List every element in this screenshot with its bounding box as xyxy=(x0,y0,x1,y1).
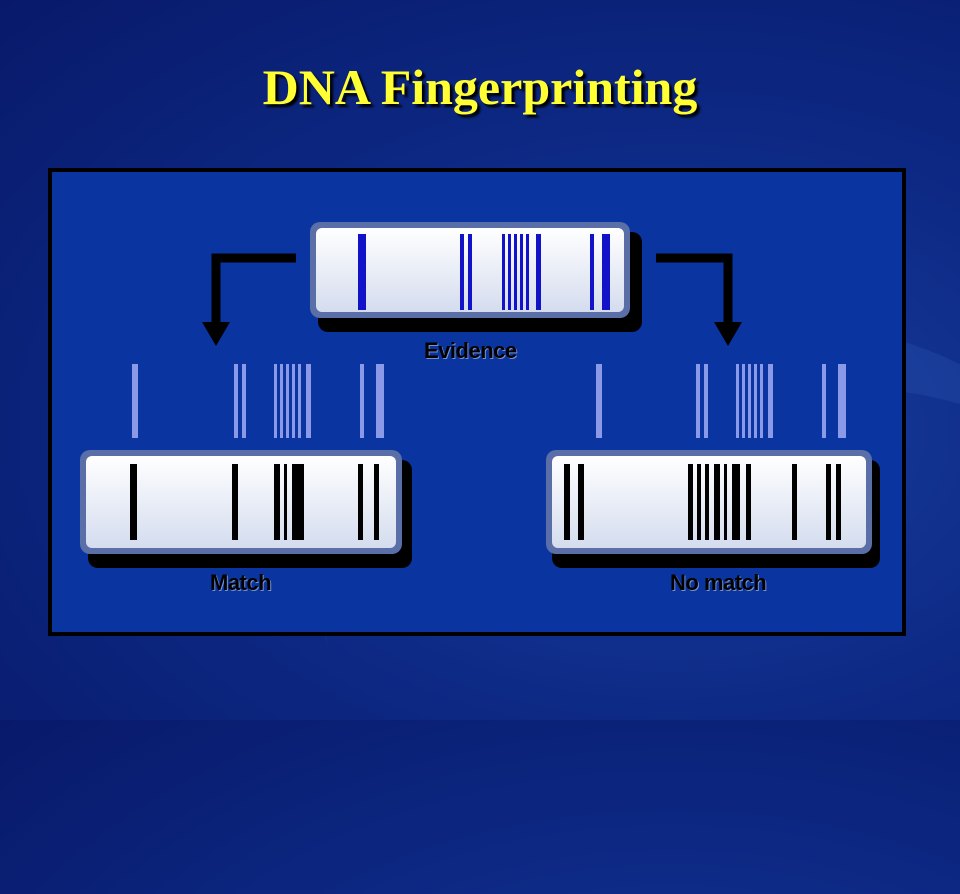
nomatch-band xyxy=(826,464,831,540)
evidence-band xyxy=(460,234,464,310)
match-band xyxy=(358,464,363,540)
match-band xyxy=(274,464,280,540)
evidence-band xyxy=(514,234,517,310)
reference-band xyxy=(132,364,138,438)
nomatch-band xyxy=(705,464,709,540)
reference-band xyxy=(292,364,295,438)
reference-band xyxy=(838,364,846,438)
right-arrow xyxy=(656,253,742,346)
left-arrow-head xyxy=(202,322,230,346)
diagram-canvas xyxy=(80,222,880,568)
match-band xyxy=(130,464,137,540)
evidence-band xyxy=(520,234,523,310)
diagram-panel: Evidence Match No match xyxy=(48,168,906,636)
reference-band xyxy=(696,364,700,438)
evidence-band xyxy=(590,234,594,310)
nomatch-band xyxy=(746,464,751,540)
right-arrow-line xyxy=(656,253,733,322)
nomatch-band xyxy=(697,464,701,540)
nomatch-band xyxy=(792,464,797,540)
nomatch-band xyxy=(724,464,727,540)
match-band xyxy=(292,464,304,540)
reference-band xyxy=(754,364,757,438)
nomatch-band xyxy=(578,464,584,540)
evidence-band xyxy=(358,234,366,310)
match-label: Match xyxy=(210,570,272,595)
nomatch-reference-bands xyxy=(596,364,846,438)
evidence-band xyxy=(508,234,511,310)
reference-band xyxy=(286,364,289,438)
reference-band xyxy=(742,364,745,438)
nomatch-gel xyxy=(546,450,880,568)
reference-band xyxy=(822,364,826,438)
evidence-label: Evidence xyxy=(424,338,517,363)
reference-band xyxy=(748,364,751,438)
reference-band xyxy=(704,364,708,438)
match-reference-bands xyxy=(132,364,384,438)
nomatch-band xyxy=(714,464,720,540)
left-arrow-line xyxy=(211,253,296,322)
nomatch-band xyxy=(732,464,740,540)
nomatch-band xyxy=(836,464,841,540)
evidence-band xyxy=(602,234,610,310)
reference-band xyxy=(298,364,301,438)
slide-title: DNA Fingerprinting xyxy=(262,59,698,115)
match-gel xyxy=(80,450,412,568)
reference-band xyxy=(242,364,246,438)
match-band xyxy=(374,464,379,540)
reference-band xyxy=(234,364,238,438)
reference-band xyxy=(760,364,763,438)
reference-band xyxy=(280,364,283,438)
no-match-label: No match xyxy=(670,570,767,595)
match-gel-surface xyxy=(86,456,396,548)
reference-band xyxy=(376,364,384,438)
reference-band xyxy=(596,364,602,438)
evidence-band xyxy=(468,234,472,310)
reference-band xyxy=(768,364,773,438)
reference-band xyxy=(274,364,277,438)
left-arrow xyxy=(202,253,296,346)
evidence-gel xyxy=(310,222,642,332)
reference-band xyxy=(360,364,364,438)
evidence-band xyxy=(536,234,541,310)
reference-band xyxy=(736,364,739,438)
reference-band xyxy=(306,364,311,438)
nomatch-band xyxy=(564,464,570,540)
match-band xyxy=(232,464,238,540)
right-arrow-head xyxy=(714,322,742,346)
evidence-band xyxy=(526,234,529,310)
nomatch-band xyxy=(688,464,693,540)
match-band xyxy=(284,464,287,540)
evidence-band xyxy=(502,234,505,310)
